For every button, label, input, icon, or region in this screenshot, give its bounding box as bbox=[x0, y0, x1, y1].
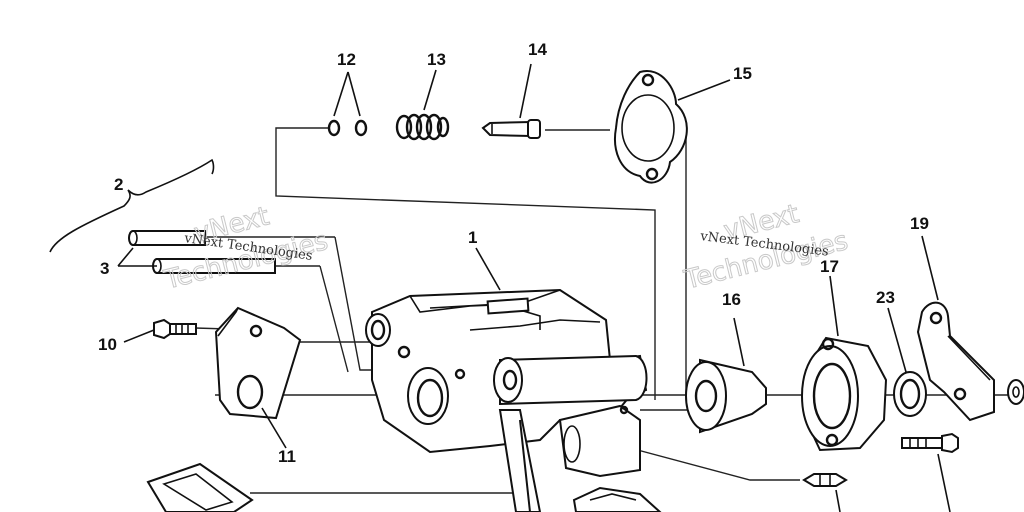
lower-plate-fragment bbox=[572, 486, 662, 512]
grease-fitting bbox=[802, 473, 848, 487]
callout-3: 3 bbox=[100, 259, 109, 278]
cover-plate bbox=[214, 306, 302, 420]
callout-numbers: 1 2 3 10 11 12 13 14 15 16 17 19 23 bbox=[98, 40, 929, 466]
mounting-bracket bbox=[916, 301, 995, 422]
callout-12: 12 bbox=[337, 50, 356, 69]
dowel-pins bbox=[128, 230, 276, 274]
valve-plunger bbox=[481, 119, 541, 139]
callout-15: 15 bbox=[733, 64, 752, 83]
o-ring-pair bbox=[327, 119, 368, 137]
small-washer bbox=[1007, 379, 1024, 405]
callout-17: 17 bbox=[820, 257, 839, 276]
callout-10: 10 bbox=[98, 335, 117, 354]
gasket bbox=[614, 70, 688, 184]
leader-lines bbox=[117, 63, 951, 512]
spring bbox=[395, 113, 450, 141]
callout-1: 1 bbox=[468, 228, 477, 247]
callout-14: 14 bbox=[528, 40, 547, 59]
lower-gasket-fragment bbox=[146, 462, 254, 512]
washer bbox=[893, 371, 927, 417]
callout-13: 13 bbox=[427, 50, 446, 69]
bolt-right bbox=[901, 432, 959, 454]
flange-housing bbox=[801, 336, 888, 452]
callout-11: 11 bbox=[278, 447, 296, 466]
callout-2: 2 bbox=[114, 175, 123, 194]
callout-19: 19 bbox=[910, 214, 929, 233]
pump-housing bbox=[365, 288, 648, 512]
callout-16: 16 bbox=[722, 290, 741, 309]
callout-23: 23 bbox=[876, 288, 895, 307]
valve-cap bbox=[685, 358, 767, 434]
bolt-left bbox=[153, 318, 197, 340]
group-bracket bbox=[49, 158, 215, 253]
